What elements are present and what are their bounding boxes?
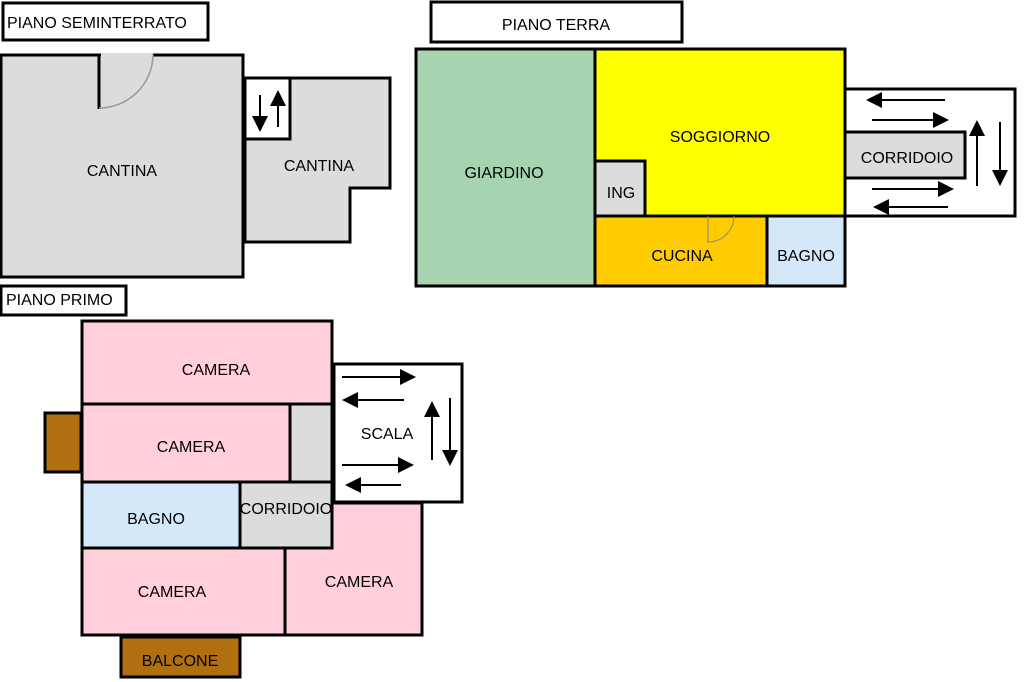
room-label: CORRIDOIO <box>240 501 332 518</box>
room-label: ING <box>607 185 635 202</box>
first-title: PIANO PRIMO <box>6 292 113 309</box>
room-label: CORRIDOIO <box>861 150 953 167</box>
first-title-box <box>0 284 128 317</box>
room-ingresso <box>593 159 647 218</box>
room-camera-3 <box>80 546 287 637</box>
ground-title: PIANO TERRA <box>502 17 611 34</box>
basement-title: PIANO SEMINTERRATO <box>7 15 187 32</box>
room-label: CAMERA <box>325 574 394 591</box>
room-label: CAMERA <box>157 439 226 456</box>
basement-title-box <box>1 1 210 42</box>
room-cantina-main <box>0 53 245 279</box>
room-label: BALCONE <box>142 653 218 670</box>
basement-floor: PIANO SEMINTERRATO CANTINA CANTINA <box>0 1 392 279</box>
room-label: CANTINA <box>284 158 355 175</box>
room-label: GIARDINO <box>464 165 543 182</box>
room-bagno <box>80 480 242 550</box>
room-label: CANTINA <box>87 163 158 180</box>
room-label: BAGNO <box>777 248 835 265</box>
room-corridoio <box>843 130 967 180</box>
ground-floor: PIANO TERRA GIARDINO SOGGIORNO ING CUCIN… <box>414 0 1017 288</box>
door-arc-icon <box>98 54 154 109</box>
ground-title-box <box>429 0 684 44</box>
room-balcone <box>119 635 242 679</box>
first-floor: PIANO PRIMO CAMERA CAMERA CAMERA BAGNO C… <box>0 284 464 679</box>
stairs <box>243 76 292 141</box>
room-label: CAMERA <box>138 584 207 601</box>
room-label: BAGNO <box>127 511 185 528</box>
door-arc-icon <box>707 215 735 243</box>
room-bagno <box>765 214 847 288</box>
room-label: SOGGIORNO <box>670 129 770 146</box>
room-label: CAMERA <box>182 362 251 379</box>
room-label: SCALA <box>361 426 414 443</box>
room-cucina <box>593 214 769 288</box>
room-giardino <box>414 47 597 288</box>
room-label: CUCINA <box>651 248 713 265</box>
room-camera-1 <box>80 319 334 406</box>
balcony-side <box>43 411 83 474</box>
